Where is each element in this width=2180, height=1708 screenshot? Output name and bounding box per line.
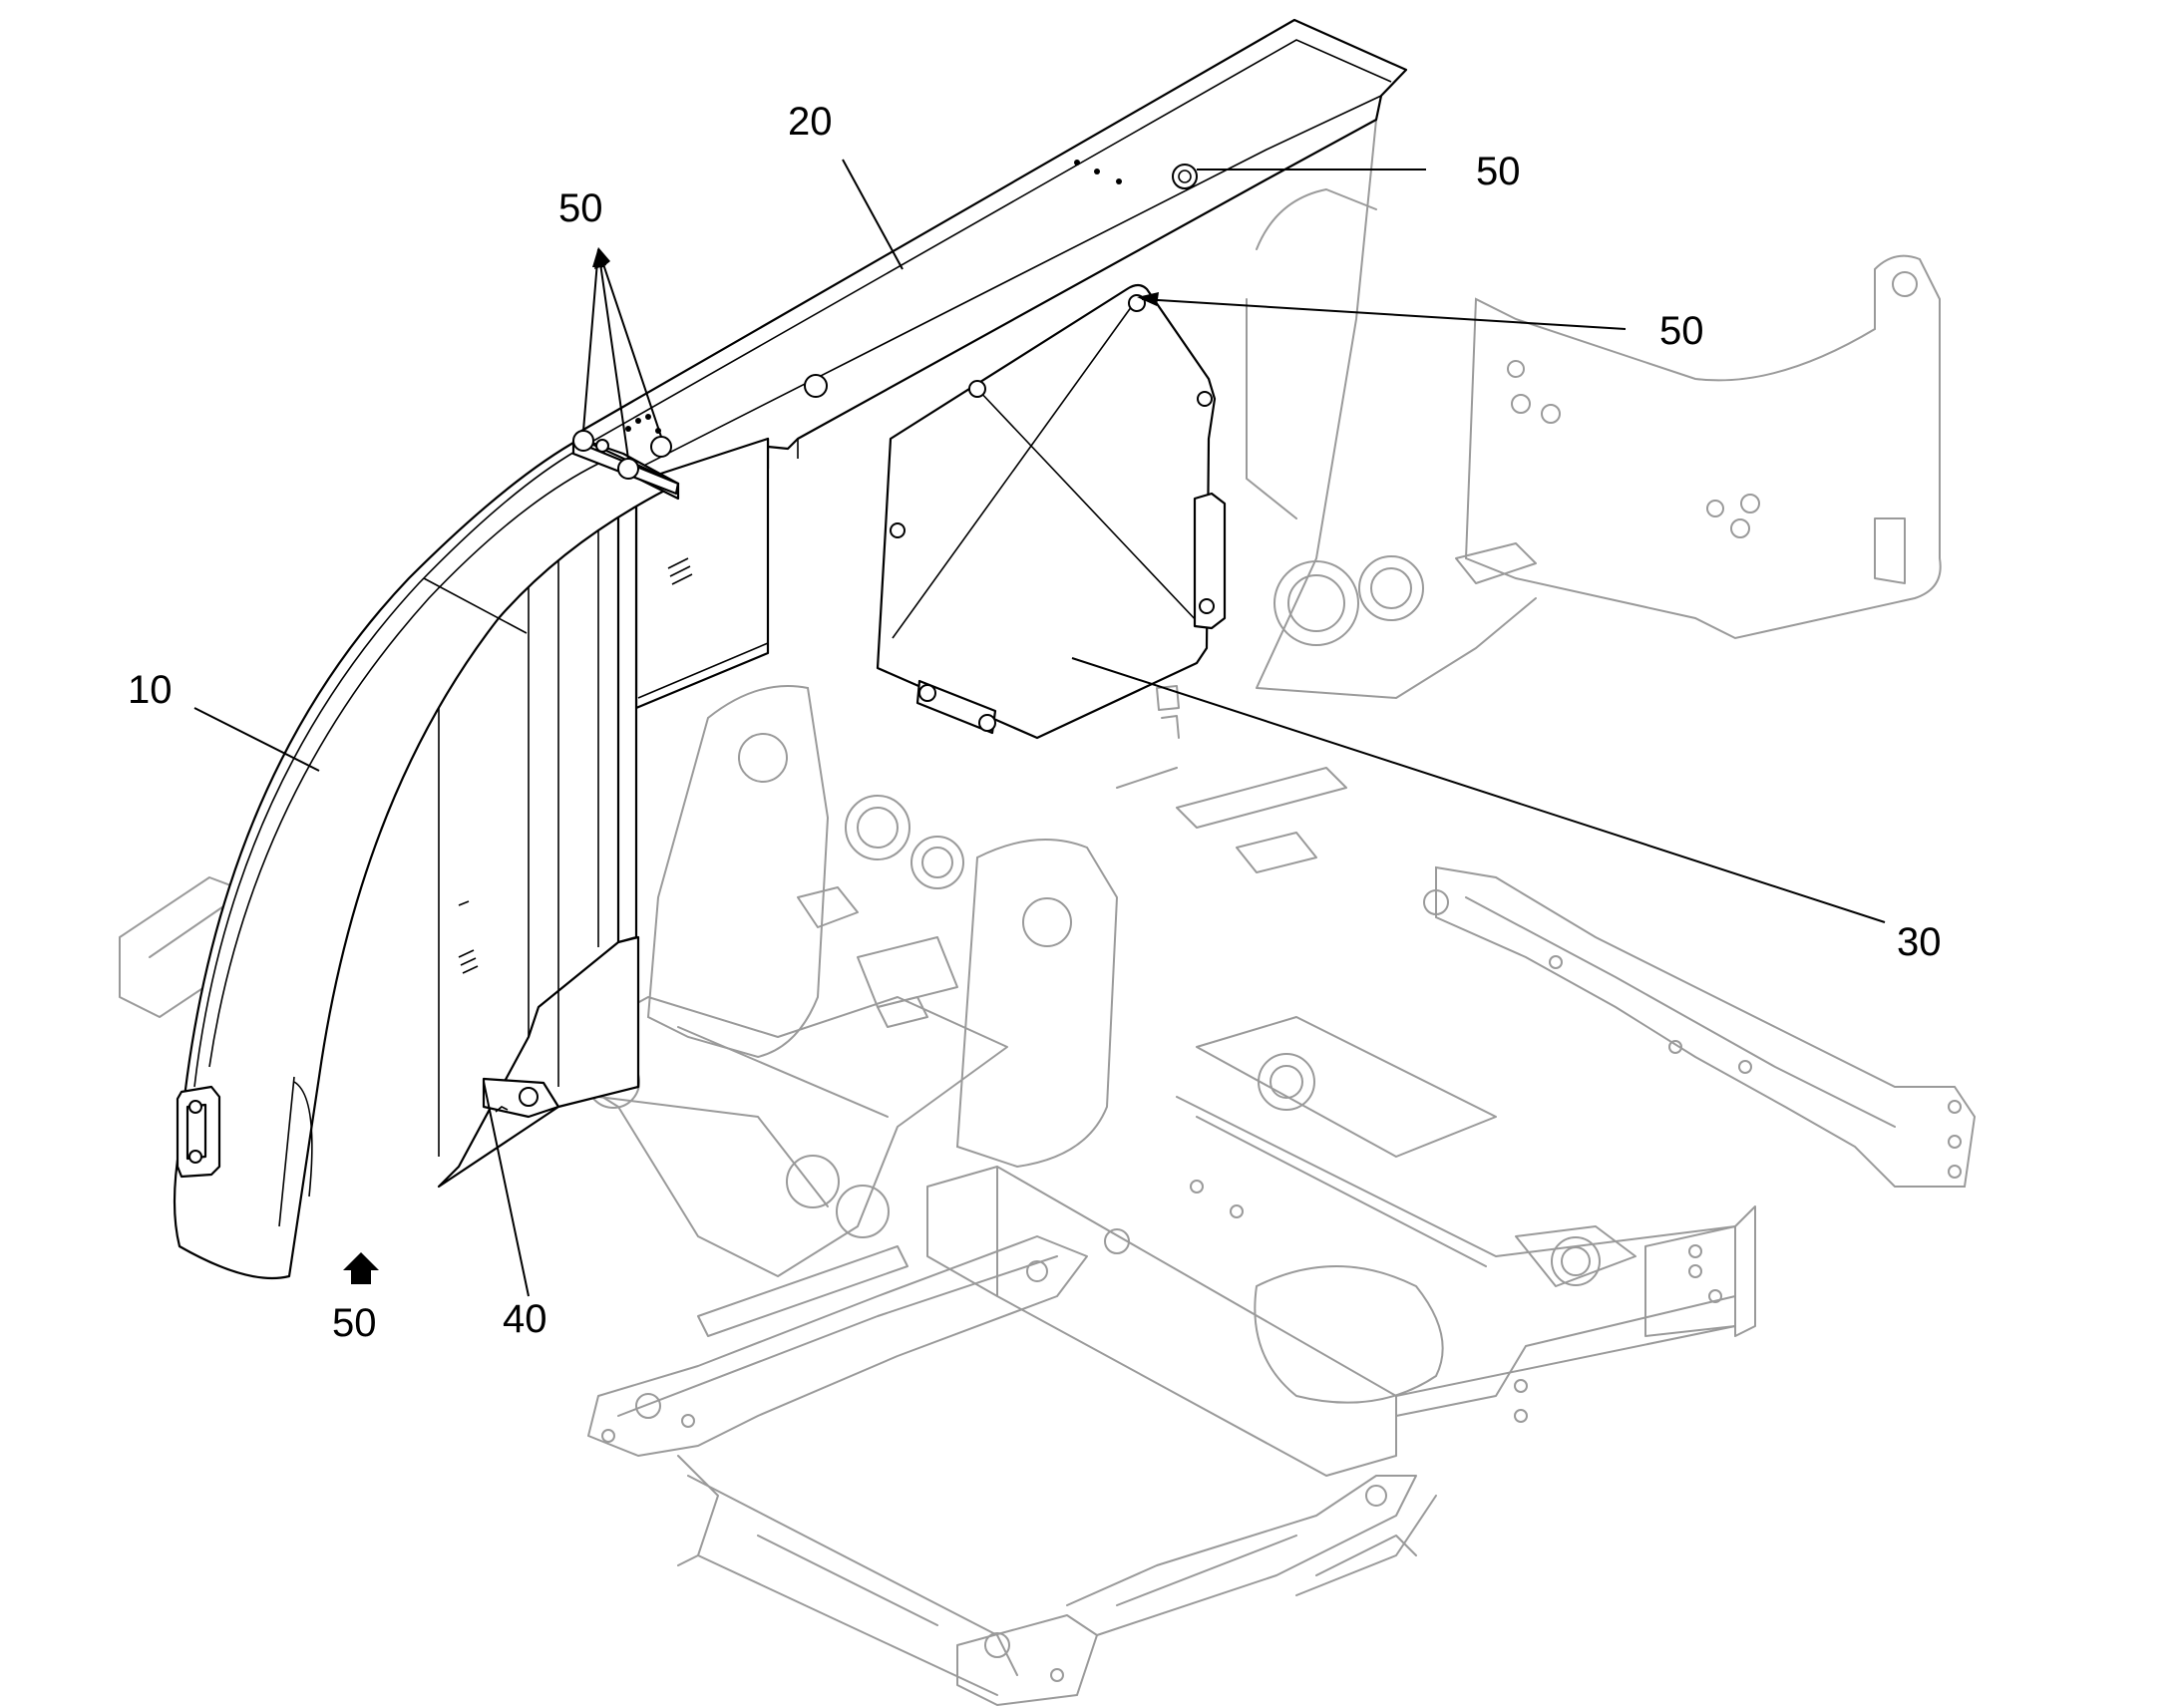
part-10-curved-fender [173, 418, 680, 1280]
bolt-icon [650, 436, 672, 458]
bolt-icon [1172, 164, 1198, 189]
bolt-icon [1199, 598, 1215, 614]
leader-50-c [597, 248, 662, 438]
bolt-icon [1197, 391, 1213, 407]
part-40-side-panel [437, 437, 770, 1189]
callout-30: 30 [1897, 920, 1942, 964]
callout-50-top-right: 50 [1476, 150, 1521, 193]
bolt-icon [1128, 294, 1146, 312]
bolt-icon [572, 430, 594, 452]
leader-50-a [582, 248, 599, 432]
bolt-icon [617, 458, 639, 480]
callout-20: 20 [788, 100, 833, 144]
machine-frame-background [119, 119, 1977, 1706]
callout-50-top-left: 50 [558, 186, 603, 230]
leader-40 [483, 1081, 530, 1297]
callout-labels: 10 20 30 40 50 50 50 50 [128, 100, 1942, 1345]
part-30-cover-plate [876, 283, 1227, 740]
callout-10: 10 [128, 668, 173, 712]
leader-30 [1071, 657, 1886, 923]
leader-lines [193, 159, 1886, 1297]
callout-50-right: 50 [1659, 309, 1704, 353]
bolt-icon [890, 522, 906, 538]
bolt-icon [804, 374, 828, 398]
bolt-icon [968, 380, 986, 398]
callout-50-bottom: 50 [332, 1301, 377, 1345]
leader-50-right [1141, 298, 1627, 330]
callout-40: 40 [503, 1297, 547, 1341]
arrow-up-icon [343, 1252, 379, 1284]
leader-50-b [597, 248, 629, 460]
leader-20 [842, 159, 904, 270]
leader-10 [193, 707, 320, 772]
